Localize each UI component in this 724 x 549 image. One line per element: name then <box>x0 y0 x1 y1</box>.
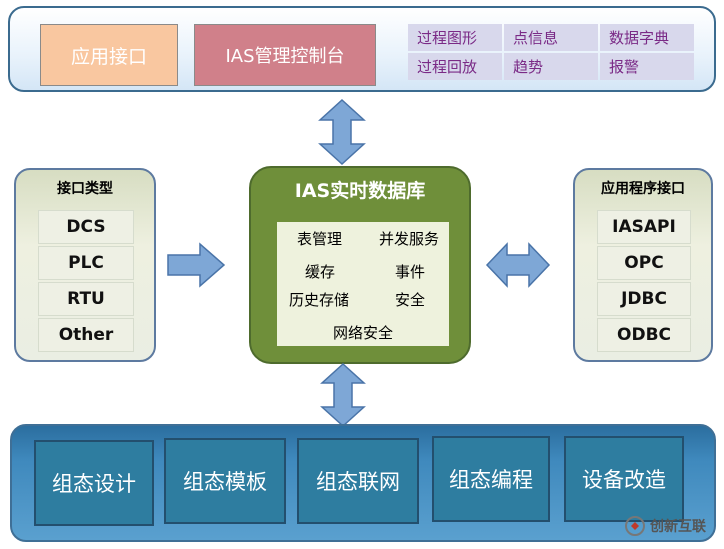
feature-point-info: 点信息 <box>504 24 598 51</box>
double-arrow-vertical-top-icon <box>318 98 366 166</box>
app-program-interface-list: IASAPI OPC JDBC ODBC <box>597 210 691 352</box>
interface-type-item: DCS <box>38 210 134 244</box>
watermark-text: 创新互联 <box>650 519 706 535</box>
module-history-storage: 历史存储 <box>289 291 350 309</box>
interface-type-item: PLC <box>38 246 134 280</box>
double-arrow-vertical-bottom-icon <box>320 362 366 428</box>
feature-process-replay: 过程回放 <box>408 53 502 80</box>
config-template-box: 组态模板 <box>164 438 286 524</box>
config-networking-box: 组态联网 <box>297 438 419 524</box>
module-event: 事件 <box>395 263 426 281</box>
module-cache: 缓存 <box>305 263 336 281</box>
feature-data-dictionary: 数据字典 <box>600 24 694 51</box>
interface-type-item: Other <box>38 318 134 352</box>
feature-alarm: 报警 <box>600 53 694 80</box>
realtime-database-title: IAS实时数据库 <box>294 180 426 202</box>
api-item: JDBC <box>597 282 691 316</box>
module-concurrent-service: 并发服务 <box>379 230 440 248</box>
realtime-database-modules: 表管理 并发服务 缓存 事件 历史存储 安全 网络安全 <box>277 222 449 346</box>
watermark-logo-icon <box>625 516 645 536</box>
config-programming-box: 组态编程 <box>432 436 550 522</box>
arrow-right-icon <box>167 242 226 288</box>
app-interface-box: 应用接口 <box>40 24 178 86</box>
api-item: ODBC <box>597 318 691 352</box>
feature-process-graphics: 过程图形 <box>408 24 502 51</box>
api-item: IASAPI <box>597 210 691 244</box>
module-security: 安全 <box>395 291 426 309</box>
top-panel: 应用接口 IAS管理控制台 过程图形 点信息 数据字典 过程回放 趋势 报警 <box>8 6 716 92</box>
equipment-upgrade-box: 设备改造 <box>564 436 684 522</box>
bottom-panel: 组态设计 组态模板 组态联网 组态编程 设备改造 <box>10 424 716 542</box>
module-network-security: 网络安全 <box>333 324 394 342</box>
double-arrow-horizontal-icon <box>485 242 551 288</box>
feature-trend: 趋势 <box>504 53 598 80</box>
interface-types-panel: 接口类型 DCS PLC RTU Other <box>14 168 156 362</box>
api-item: OPC <box>597 246 691 280</box>
config-design-box: 组态设计 <box>34 440 154 526</box>
ias-console-box: IAS管理控制台 <box>194 24 376 86</box>
app-program-interface-title: 应用程序接口 <box>601 181 685 197</box>
watermark-logo: 创新互联 <box>624 507 720 545</box>
feature-grid: 过程图形 点信息 数据字典 过程回放 趋势 报警 <box>408 24 694 82</box>
realtime-database-panel: IAS实时数据库 表管理 并发服务 缓存 事件 历史存储 安全 网络安全 <box>249 166 471 364</box>
app-program-interface-panel: 应用程序接口 IASAPI OPC JDBC ODBC <box>573 168 713 362</box>
interface-types-list: DCS PLC RTU Other <box>38 210 134 352</box>
interface-type-item: RTU <box>38 282 134 316</box>
interface-types-title: 接口类型 <box>57 181 113 197</box>
module-table-management: 表管理 <box>297 230 343 248</box>
